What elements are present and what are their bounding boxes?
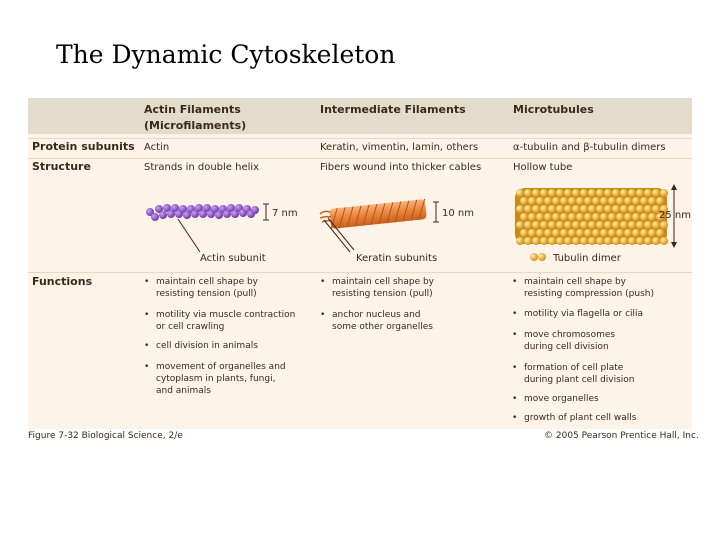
actin-callout-label: Actin subunit <box>200 253 266 264</box>
slide-title: The Dynamic Cytoskeleton <box>56 40 396 69</box>
tubulin-dimer-icon <box>530 253 538 261</box>
intermediate-callout-line-a <box>323 219 351 253</box>
function-item: •growth of plant cell walls <box>512 413 637 423</box>
row-label-functions: Functions <box>32 275 93 288</box>
protein-actin: Actin <box>144 142 170 153</box>
header-actin: Actin Filaments <box>144 103 241 116</box>
protein-intermediate: Keratin, vimentin, lamin, others <box>320 142 479 153</box>
functions-row <box>28 272 692 429</box>
row-label-protein-subunits: Protein subunits <box>32 140 135 153</box>
intermediate-callout-line-b <box>327 217 355 251</box>
microtubule-callout-label: Tubulin dimer <box>552 253 622 264</box>
structure-actin: Strands in double helix <box>144 162 260 173</box>
figure-caption: Figure 7-32 Biological Science, 2/e <box>28 431 183 441</box>
header-actin-sub: (Microfilaments) <box>144 119 247 132</box>
protein-subunits-row <box>28 138 692 159</box>
copyright-caption: © 2005 Pearson Prentice Hall, Inc. <box>544 431 699 441</box>
header-intermediate: Intermediate Filaments <box>320 103 466 116</box>
microtubule-illustration: 25 nm Tubulin dimer <box>515 184 691 264</box>
function-item: •move organelles <box>512 394 599 404</box>
structure-illustrations: 7 nm Actin subunit 10 nm Keratin subunit… <box>146 184 691 264</box>
header-band <box>28 98 692 134</box>
intermediate-size-label: 10 nm <box>442 208 474 219</box>
microtubule-size-label: 25 nm <box>659 210 691 221</box>
actin-size-label: 7 nm <box>272 208 298 219</box>
function-item: •cell division in animals <box>144 341 258 351</box>
intermediate-filament-illustration: 10 nm Keratin subunits <box>319 198 474 264</box>
function-item: •motility via flagella or cilia <box>512 309 644 319</box>
cytoskeleton-table: Actin Filaments (Microfilaments) Interme… <box>28 98 692 429</box>
protein-microtubules: α-tubulin and β-tubulin dimers <box>513 142 666 153</box>
actin-callout-line <box>177 218 201 253</box>
structure-row <box>28 158 692 179</box>
actin-filament-illustration: 7 nm Actin subunit <box>146 203 298 264</box>
structure-intermediate: Fibers wound into thicker cables <box>320 162 482 173</box>
header-microtubules: Microtubules <box>513 103 594 116</box>
intermediate-callout-label: Keratin subunits <box>356 253 437 264</box>
row-label-structure: Structure <box>32 160 91 173</box>
structure-microtubules: Hollow tube <box>513 162 573 173</box>
